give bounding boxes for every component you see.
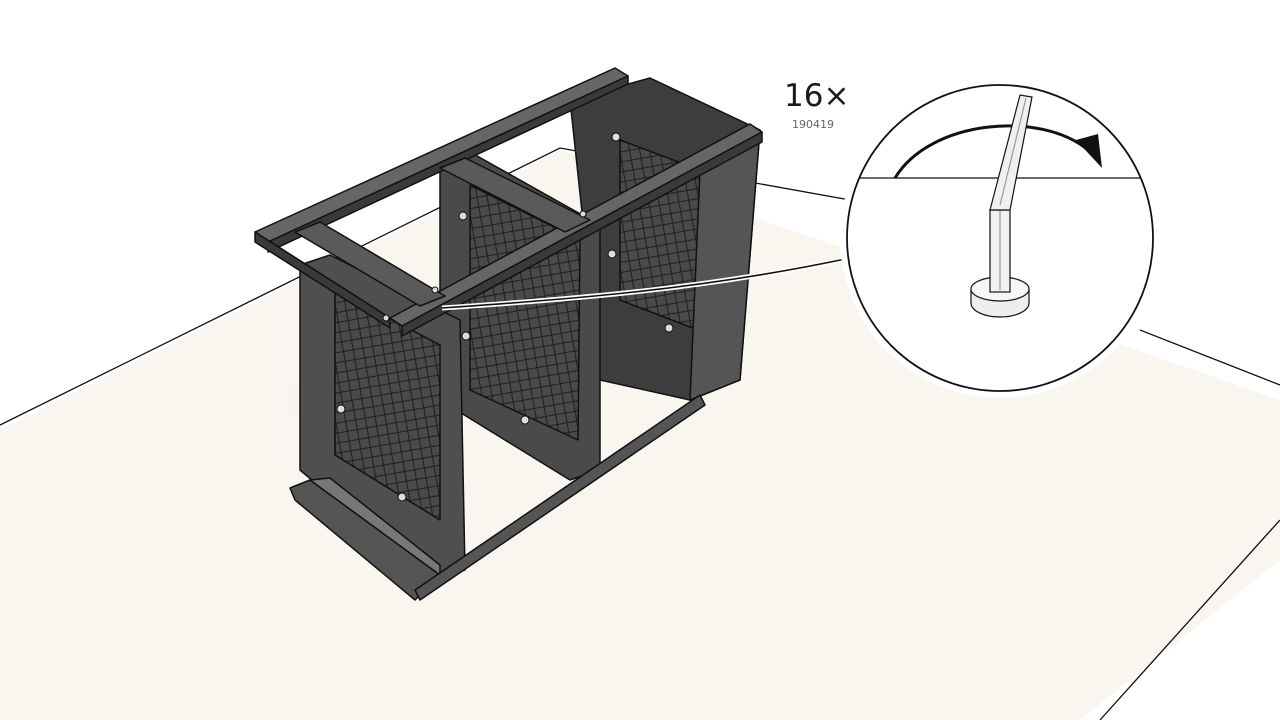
detail-callout — [840, 78, 1160, 398]
quantity-label: 16× — [784, 78, 850, 114]
part-number: 190419 — [792, 118, 834, 131]
cam-lock-holes — [336, 132, 674, 502]
cabinet-frame — [254, 67, 763, 601]
cam-lock-rotation-icon — [970, 94, 1033, 318]
top-crossbar — [294, 221, 446, 307]
clockwise-arrow-icon — [893, 124, 1089, 179]
